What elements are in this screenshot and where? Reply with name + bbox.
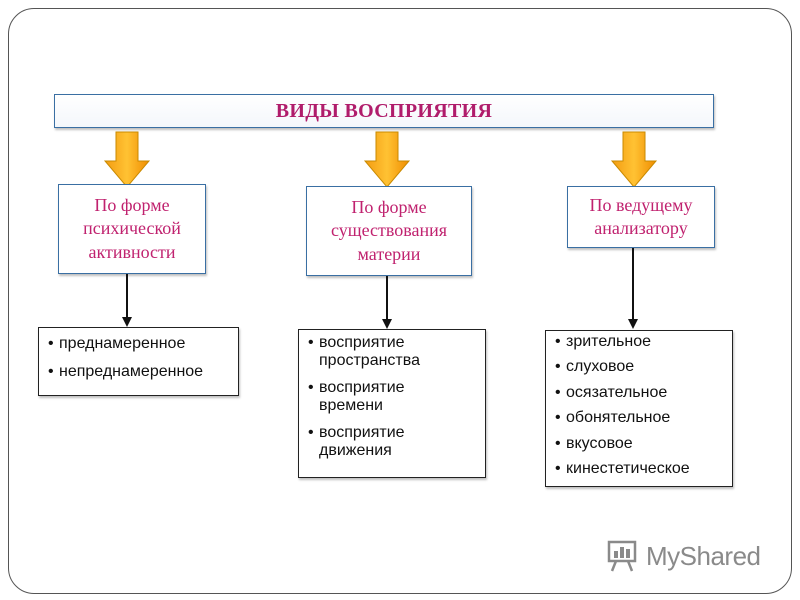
list-item: восприятие пространства [305,334,439,371]
list-box-activity: преднамеренное непреднамеренное [38,327,239,396]
category-label: По форме психической активности [83,194,181,262]
list-item: непреднамеренное [45,363,232,382]
category-box-existence: По форме существования материи [306,186,472,276]
list-box-existence: восприятие пространства восприятие време… [298,329,486,478]
down-arrow-icon [363,131,411,188]
category-box-activity: По форме психической активности [58,184,206,274]
watermark-text: MyShared [646,540,761,571]
list-item: восприятие времени [305,379,439,416]
list-item: восприятие движения [305,424,439,461]
connector-arrow-icon [628,248,638,329]
category-label: По форме существования материи [330,196,448,264]
list-item: кинестетическое [552,460,726,479]
list-box-analyzer: зрительное слуховое осязательное обоняте… [545,330,733,487]
category-box-analyzer: По ведущему анализатору [567,186,715,248]
category-label: По ведущему анализатору [589,194,693,238]
list-item: осязательное [552,384,726,403]
diagram-title: ВИДЫ ВОСПРИЯТИЯ [275,99,493,122]
title-box: ВИДЫ ВОСПРИЯТИЯ [54,94,714,128]
down-arrow-icon [610,131,658,188]
list-item: преднамеренное [45,335,232,354]
connector-arrow-icon [382,276,392,329]
presentation-board-icon [607,540,637,572]
watermark: MyShared [606,538,761,574]
list-item: обонятельное [552,409,726,428]
list-item: зрительное [552,333,726,352]
connector-arrow-icon [122,274,132,327]
list-item: слуховое [552,358,726,377]
down-arrow-icon [103,131,151,188]
list-item: вкусовое [552,435,726,454]
